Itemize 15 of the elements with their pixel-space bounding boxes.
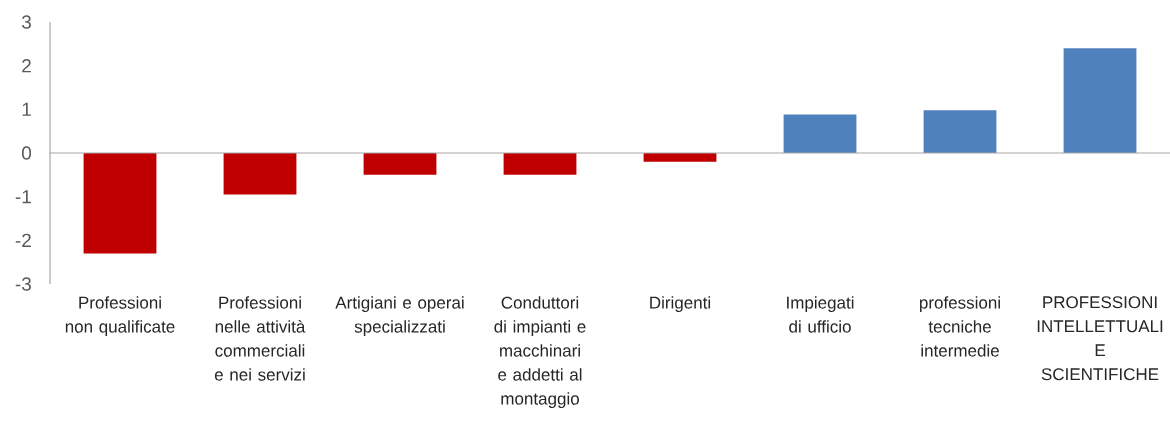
tick-label: 1: [22, 102, 31, 116]
tick-label: 3: [21, 15, 31, 29]
category-label: Artigiani e operai specializzati: [335, 296, 464, 337]
category-label: professioni tecniche intermedie: [920, 296, 1000, 357]
category-label: Professioni nelle attività commerciali e nei servizi: [214, 296, 306, 381]
tick-label: 0: [21, 146, 32, 160]
tick-label: -3: [15, 277, 31, 291]
category-label: Conduttori di impianti e macchinari e addetti al montaggio: [494, 296, 586, 409]
tick-label: 2: [22, 59, 31, 73]
category-label: Professioni non qualificate: [65, 296, 175, 337]
tick-label: -2: [15, 233, 31, 247]
category-label: Dirigenti: [650, 296, 711, 313]
category-label: Impiegati di ufficio: [787, 296, 854, 333]
tick-label: -1: [15, 190, 31, 204]
category-label: PROFESSIONI INTELLETTUALI E SCIENTIFICHE: [1037, 296, 1163, 381]
